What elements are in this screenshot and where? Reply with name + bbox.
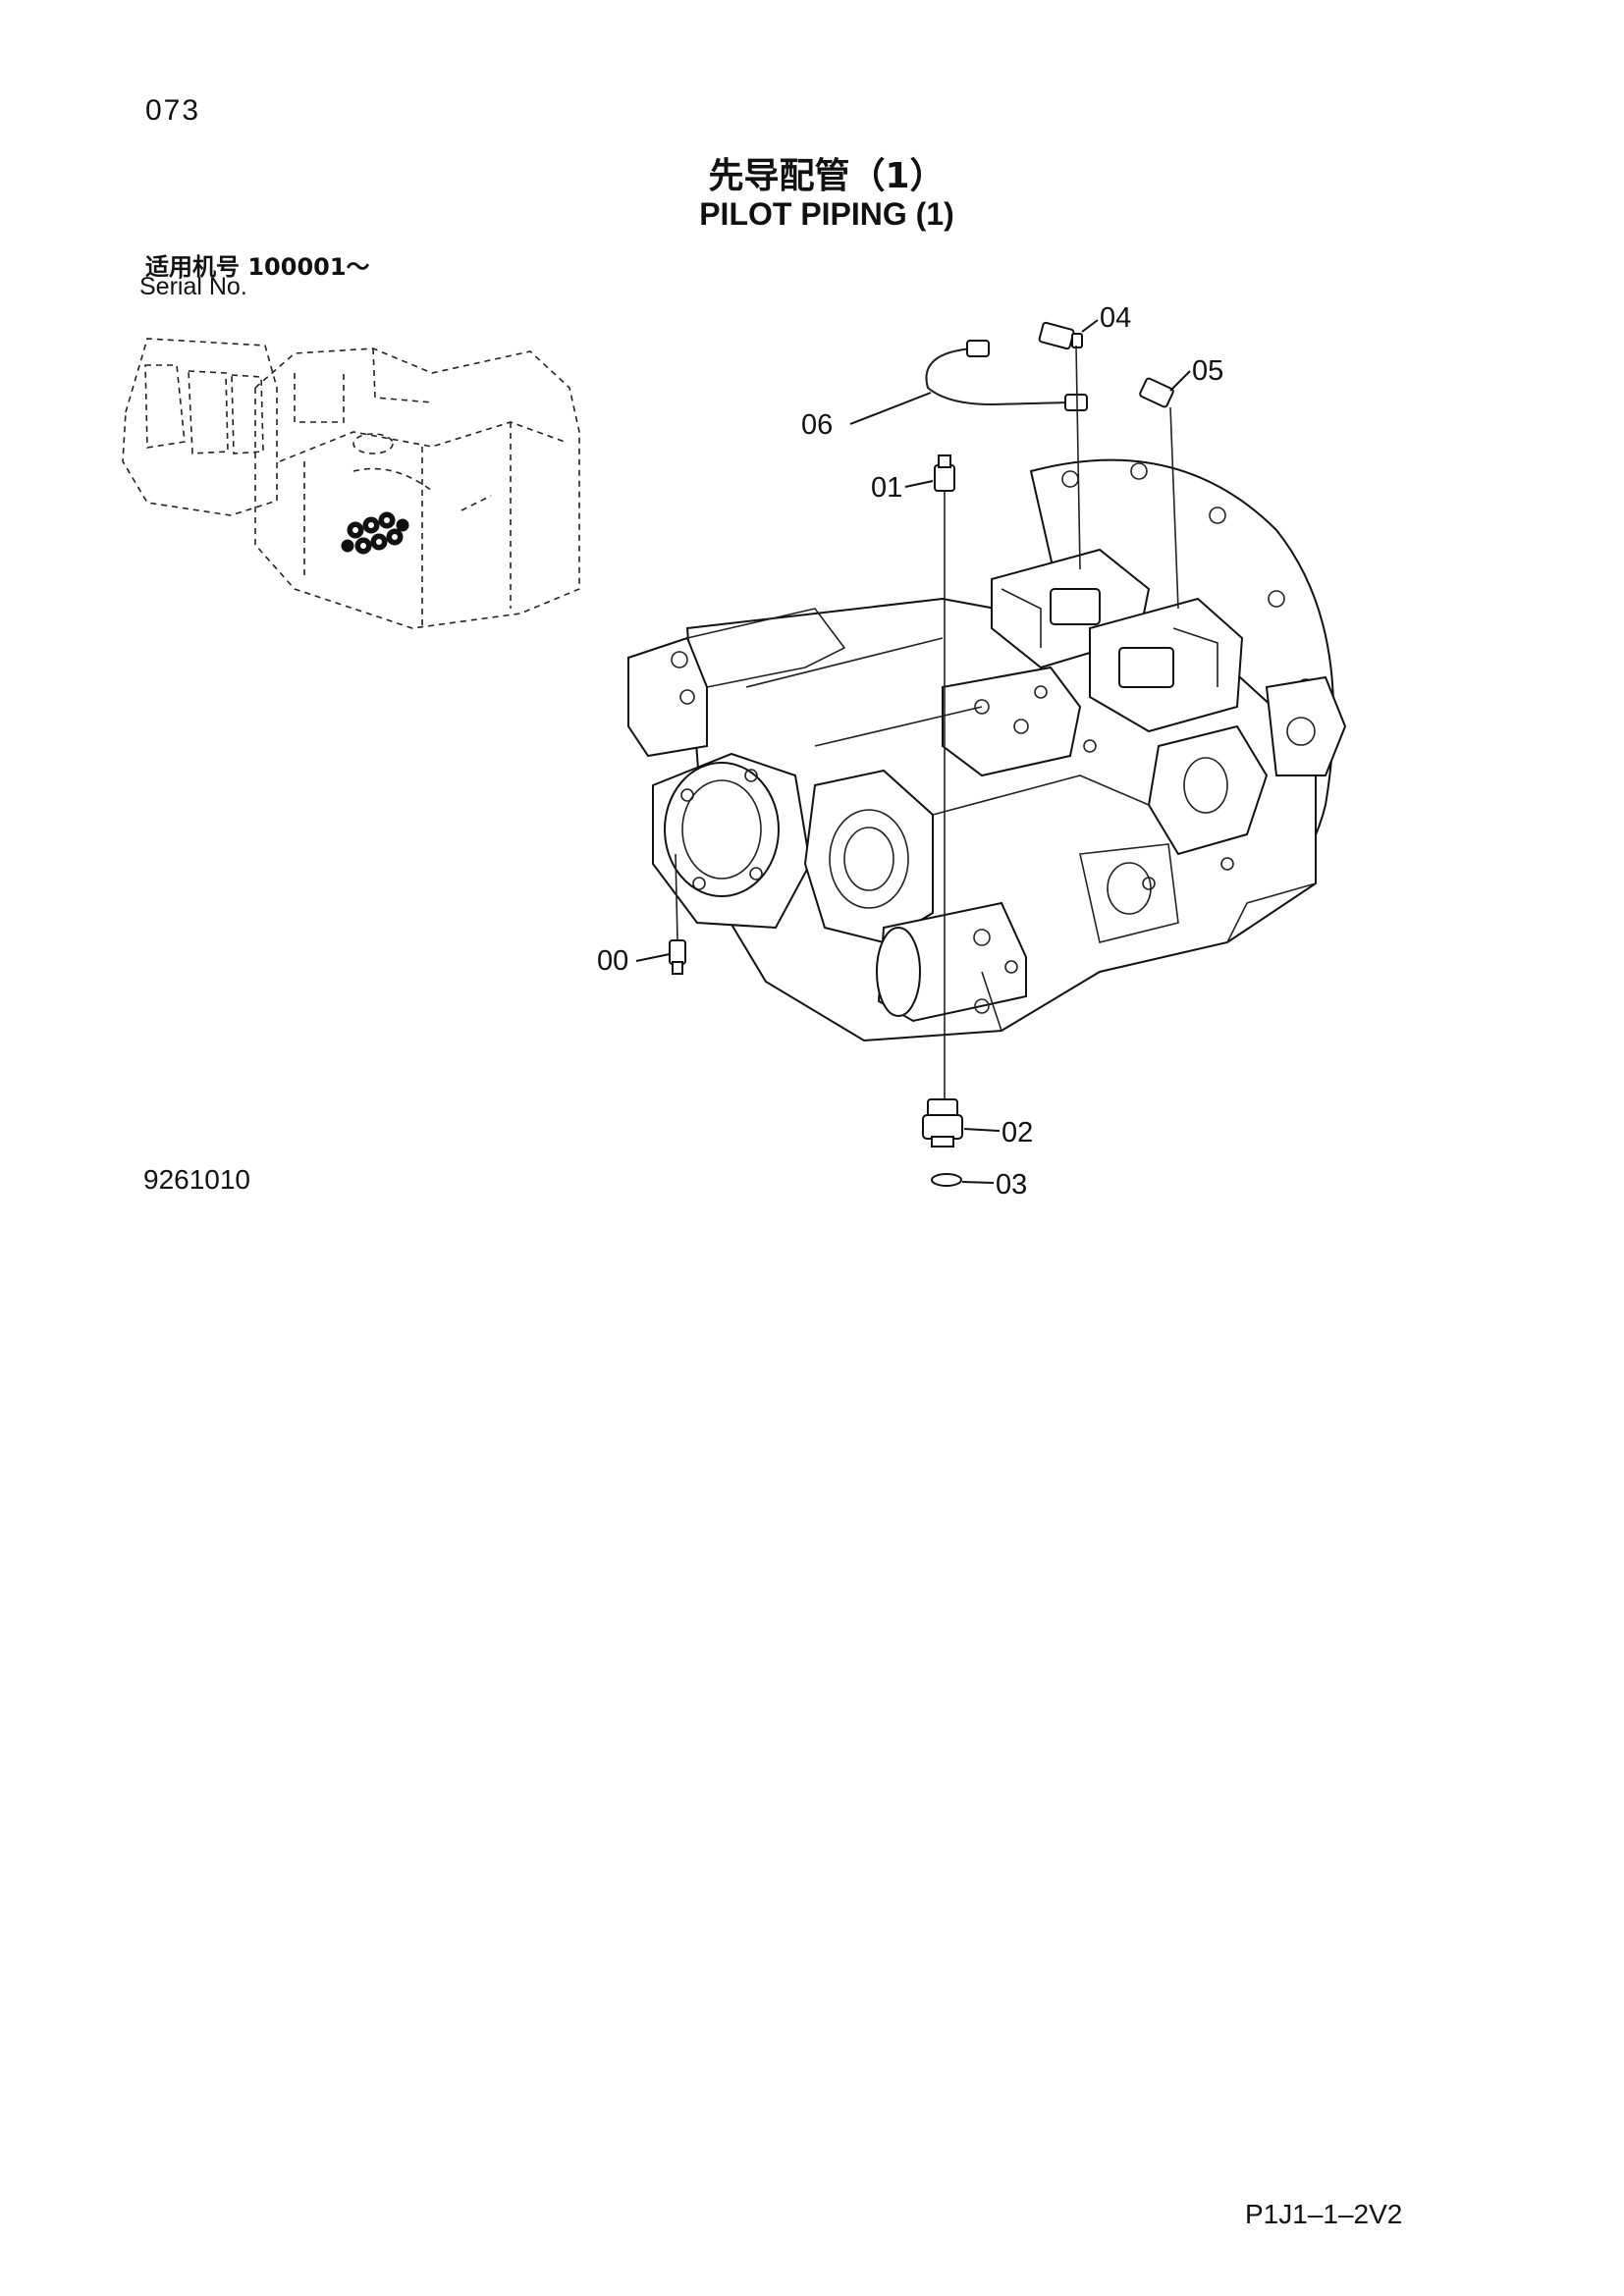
callout-02: 02 (1001, 1117, 1033, 1148)
callout-03: 03 (996, 1169, 1027, 1201)
leader-04 (1081, 319, 1099, 333)
callout-01: 01 (871, 472, 902, 504)
fitting-04 (1038, 321, 1083, 570)
page-number: 073 (145, 94, 201, 127)
page-title-en: PILOT PIPING (1) (699, 196, 954, 232)
o-ring-03 (931, 1173, 962, 1187)
excavator-location-thumbnail (122, 338, 580, 629)
pilot-hose-06 (925, 340, 1088, 411)
callout-00: 00 (597, 945, 628, 977)
fitting-02 (922, 1098, 963, 1148)
leader-06 (849, 392, 932, 425)
serial-label-en: Serial No. (139, 273, 247, 300)
callout-04: 04 (1100, 302, 1131, 334)
leader-01 (904, 480, 934, 488)
leader-05 (1169, 370, 1191, 392)
page-title-cn: 先导配管（1） (708, 156, 946, 196)
callout-05: 05 (1192, 355, 1223, 387)
leader-02 (963, 1128, 1001, 1132)
leader-03 (961, 1181, 995, 1184)
fitting-01 (934, 454, 955, 1099)
serial-label-cn: 适用机号 100001～ (145, 253, 370, 281)
hydraulic-pump-assembly (627, 458, 1347, 1042)
fitting-00 (669, 853, 686, 975)
document-code: P1J1–1–2V2 (1245, 2199, 1403, 2229)
leader-00 (635, 953, 671, 962)
fitting-05 (1139, 377, 1179, 610)
callout-06: 06 (801, 409, 833, 441)
figure-number: 9261010 (143, 1164, 251, 1195)
